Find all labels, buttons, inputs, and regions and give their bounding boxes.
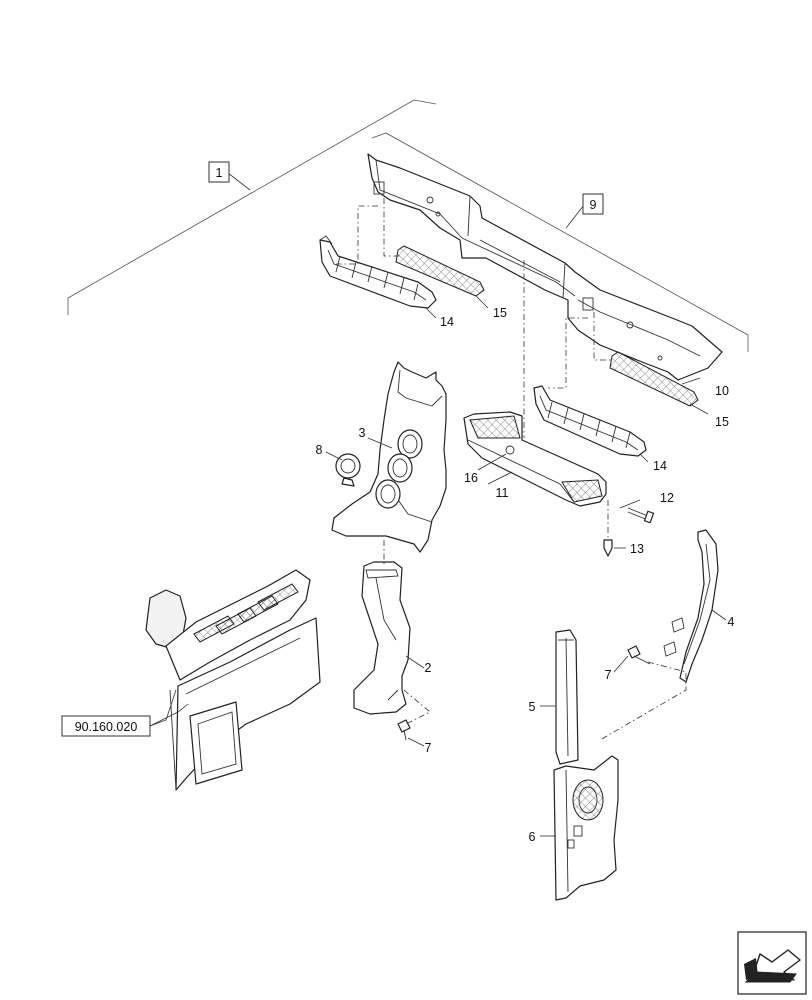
callout-11: 11 [496, 486, 509, 500]
air-duct-2 [353, 561, 411, 715]
callout-labels: 1 9 3 8 16 11 12 13 10 15 14 15 14 2 7 7… [61, 161, 735, 844]
callout-14-left: 14 [440, 315, 454, 329]
assembly-9-bracket [371, 132, 749, 352]
callout-5: 5 [529, 700, 536, 714]
rear-trim-panel-9 [367, 153, 723, 381]
assembly-dashed-lines [336, 198, 687, 741]
callout-14-right: 14 [653, 459, 667, 473]
callout-8: 8 [316, 443, 323, 457]
storage-tray-11 [463, 411, 607, 507]
leader-lines [149, 172, 727, 837]
callout-6: 6 [529, 830, 536, 844]
screw-12 [627, 507, 655, 524]
pillar-trim-3 [331, 361, 447, 553]
previous-page-arrow-icon[interactable] [737, 931, 807, 995]
callout-1: 1 [216, 166, 223, 180]
assembly-1-bracket [67, 99, 437, 315]
clip-13 [603, 539, 613, 557]
vent-grille-14-right [533, 385, 647, 457]
pillar-strip-4 [663, 529, 719, 683]
callout-15-left: 15 [493, 306, 507, 320]
callout-12: 12 [660, 491, 674, 505]
callout-2: 2 [425, 661, 432, 675]
callout-9: 9 [590, 198, 597, 212]
callout-1-box [208, 161, 230, 183]
callout-16: 16 [464, 471, 478, 485]
filter-15-left [395, 245, 485, 297]
callout-7-right: 7 [605, 668, 612, 682]
reference-label[interactable]: 90.160.020 [75, 720, 138, 734]
reference-box[interactable] [61, 715, 151, 737]
callout-3: 3 [359, 426, 366, 440]
callout-15-right: 15 [715, 415, 729, 429]
callout-9-box [582, 193, 604, 215]
console-assembly-reference [145, 569, 321, 791]
callout-13: 13 [630, 542, 644, 556]
pillar-panel-6 [553, 755, 619, 901]
callout-4: 4 [728, 615, 735, 629]
screw-7-right [627, 645, 651, 665]
callout-7-left: 7 [425, 741, 432, 755]
trim-strip-5 [555, 629, 579, 765]
filter-15-right [609, 351, 699, 407]
callout-10: 10 [715, 384, 729, 398]
screw-7-left [397, 719, 411, 741]
